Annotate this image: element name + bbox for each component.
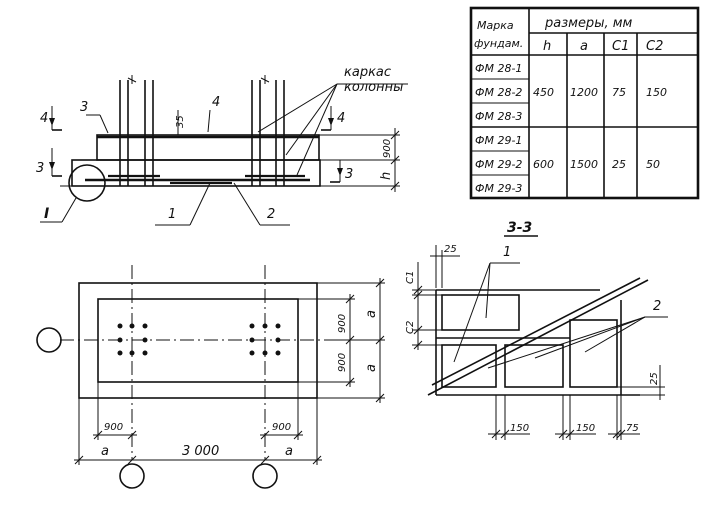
axis-circle-left xyxy=(36,327,62,353)
svg-text:4: 4 xyxy=(337,111,345,126)
table-mark-fm29-3: ФМ 29-3 xyxy=(475,182,522,195)
dim-75: 75 xyxy=(626,423,639,434)
dim-a-plan-top: a xyxy=(364,310,379,318)
table-header-sizes: размеры, мм xyxy=(544,16,633,31)
table-value-a-29: 1500 xyxy=(570,158,598,171)
foundation-plan: 900 a 900 a 900 900 a a 3 000 xyxy=(36,265,385,489)
table-value-c2-29: 50 xyxy=(646,158,660,171)
dim-900-left: 900 xyxy=(104,422,123,433)
dim-900-elevation: 900 xyxy=(382,139,393,158)
svg-text:3: 3 xyxy=(345,167,353,182)
section-callout-1: 1 xyxy=(503,245,511,260)
cell-top xyxy=(441,294,520,331)
column-frame-left xyxy=(119,75,154,186)
section-marker-4-left: 4 xyxy=(40,106,62,131)
dim-25-top: 25 xyxy=(444,244,457,255)
node-I-circle xyxy=(68,164,106,202)
table-value-c1-29: 25 xyxy=(612,158,626,171)
node-I-label: I xyxy=(44,206,49,222)
dim-c1: C1 xyxy=(405,271,416,284)
table-mark-fm29-2: ФМ 29-2 xyxy=(475,158,522,171)
cell-bottom-left xyxy=(441,344,497,388)
dim-900-plan-bottom: 900 xyxy=(337,353,348,372)
dim-a-right: a xyxy=(285,444,293,459)
section-callout-2: 2 xyxy=(653,299,661,314)
table-col-a: a xyxy=(580,39,588,54)
dim-900-plan-top: 900 xyxy=(337,314,348,333)
dim-c2: C2 xyxy=(405,321,416,334)
pedestal-outline xyxy=(96,134,320,161)
table-value-c1-28: 75 xyxy=(612,86,626,99)
axis-circle-bottom-left xyxy=(119,463,145,489)
dim-900-right: 900 xyxy=(272,422,291,433)
frame-label-line2: колонны xyxy=(344,80,403,95)
table-header-mark-line2: фундам. xyxy=(474,37,523,50)
cell-bottom-right xyxy=(569,319,618,388)
dim-a-plan-bottom: a xyxy=(364,364,379,372)
table-value-h-29: 600 xyxy=(533,158,554,171)
table-col-h: h xyxy=(543,39,551,54)
table-value-c2-28: 150 xyxy=(646,86,667,99)
dim-25-right: 25 xyxy=(649,372,660,385)
table-header-mark-line1: Марка xyxy=(477,19,514,32)
callout-3: 3 xyxy=(80,100,88,115)
table-mark-fm28-2: ФМ 28-2 xyxy=(475,86,522,99)
callout-4: 4 xyxy=(212,95,220,110)
section-marker-3-left: 3 xyxy=(36,148,62,177)
table-value-h-28: 450 xyxy=(533,86,554,99)
foundation-elevation: каркас колонны 3 4 35 4 4 3 xyxy=(36,65,408,226)
table-col-c1: C1 xyxy=(612,39,629,54)
dim-3000: 3 000 xyxy=(182,444,219,459)
dim-35: 35 xyxy=(175,115,186,128)
table-mark-fm28-3: ФМ 28-3 xyxy=(475,110,522,123)
bolt-group-left xyxy=(117,323,148,356)
section-marker-4-right: 4 xyxy=(321,106,345,131)
table-value-a-28: 1200 xyxy=(570,86,598,99)
table-col-c2: C2 xyxy=(646,39,663,54)
dim-150-1: 150 xyxy=(510,423,529,434)
column-frame-right xyxy=(251,75,285,186)
axis-circle-bottom-right xyxy=(252,463,278,489)
dim-a-left: a xyxy=(101,444,109,459)
section-marker-3-right: 3 xyxy=(330,160,353,183)
section-3-3: 3-3 1 2 25 xyxy=(405,220,668,440)
svg-text:3: 3 xyxy=(36,161,44,176)
callout-1: 1 xyxy=(168,207,176,222)
break-line-2 xyxy=(431,277,641,386)
dimensions-table: Марка фундам. размеры, мм h a C1 C2 ФМ 2… xyxy=(469,6,700,200)
section-title: 3-3 xyxy=(507,220,532,236)
cell-bottom-mid xyxy=(504,344,564,388)
svg-text:4: 4 xyxy=(40,111,48,126)
frame-label-line1: каркас xyxy=(344,65,391,80)
bolt-group-right xyxy=(249,323,281,356)
table-mark-fm29-1: ФМ 29-1 xyxy=(475,134,522,147)
callout-2: 2 xyxy=(267,207,275,222)
dim-150-2: 150 xyxy=(576,423,595,434)
table-mark-fm28-1: ФМ 28-1 xyxy=(475,62,522,75)
dim-h: h xyxy=(379,172,394,180)
